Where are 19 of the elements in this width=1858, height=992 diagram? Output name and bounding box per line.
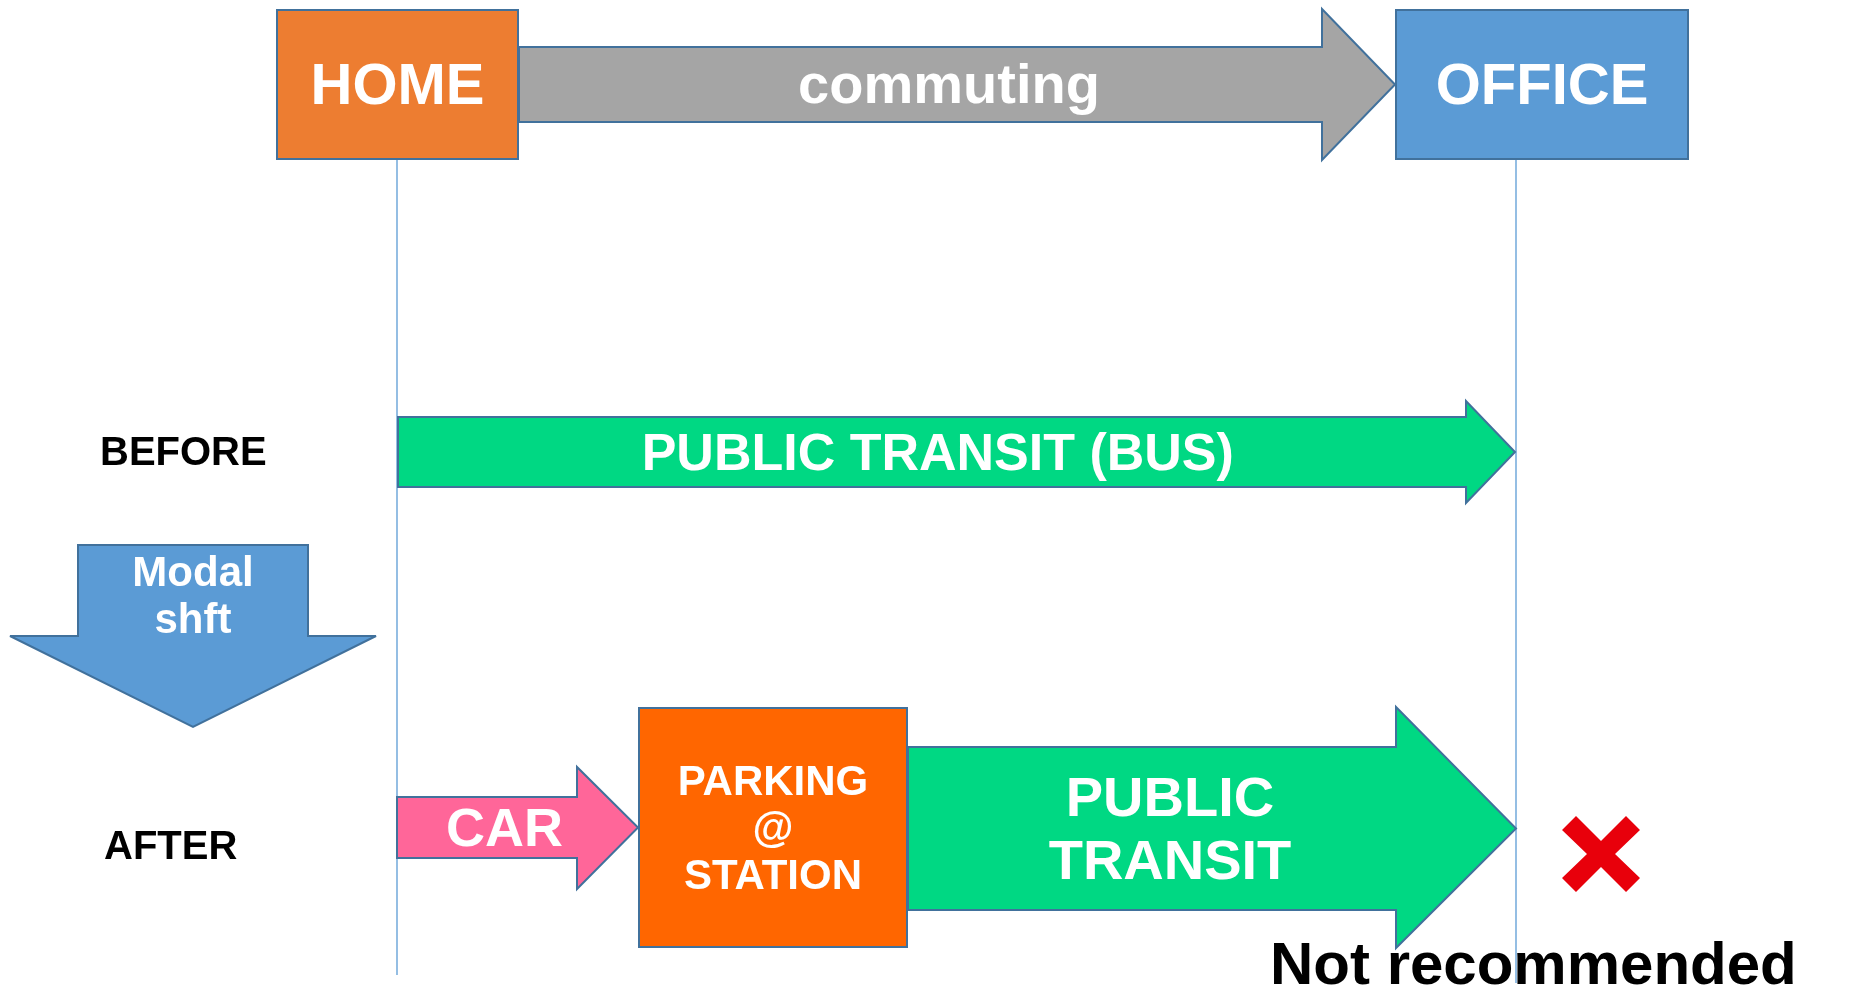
- block-arrow: [907, 704, 1518, 951]
- node-label: PARKING @ STATION: [676, 756, 870, 899]
- edge-label: commuting: [798, 53, 1100, 116]
- node-label: HOME: [310, 52, 485, 117]
- location-box: [1395, 9, 1689, 160]
- row-label: BEFORE: [100, 431, 267, 471]
- note-text: Not recommended: [1270, 934, 1797, 992]
- node-label: PUBLIC TRANSIT (BUS): [641, 422, 1234, 482]
- location-box: [276, 9, 519, 160]
- edge-label: CAR: [446, 797, 563, 858]
- node-label: Modal shft: [131, 547, 255, 643]
- row-label: AFTER: [104, 825, 238, 865]
- node-label: OFFICE: [1435, 52, 1649, 117]
- block-arrow: [397, 400, 1516, 504]
- block-arrow: [518, 6, 1397, 163]
- edge-label: PUBLIC TRANSIT: [1047, 765, 1293, 892]
- block-arrow: [396, 764, 640, 892]
- parking-box: [638, 707, 908, 948]
- block-arrow: [9, 544, 377, 728]
